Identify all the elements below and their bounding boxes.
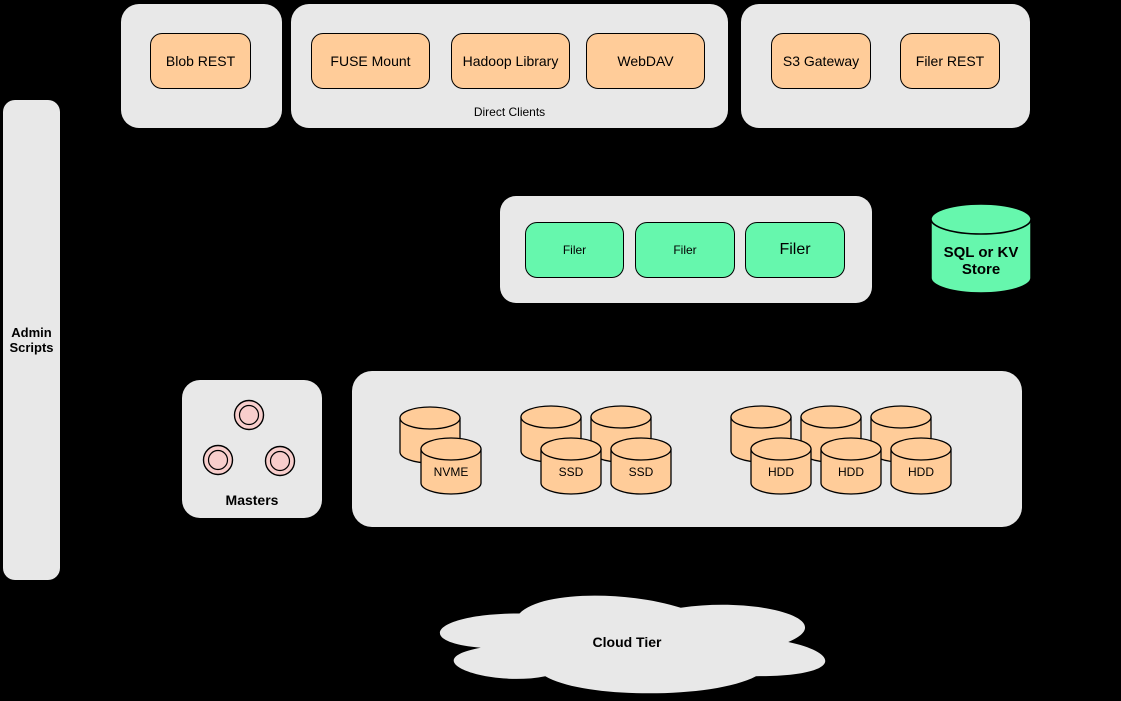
sql-kv-store-cylinder bbox=[930, 203, 1032, 294]
fuse-mount-node: FUSE Mount bbox=[311, 33, 430, 89]
hdd-label-1: HDD bbox=[768, 465, 794, 479]
masters-label: Masters bbox=[225, 492, 279, 508]
master-circle-3 bbox=[264, 445, 296, 477]
master-circles bbox=[202, 399, 296, 477]
hdd-cylinder-1 bbox=[750, 437, 812, 495]
webdav-node: WebDAV bbox=[586, 33, 705, 89]
nvme-label: NVME bbox=[433, 465, 469, 479]
ssd-label-2: SSD bbox=[628, 465, 654, 479]
hdd-label-2: HDD bbox=[838, 465, 864, 479]
master-circle-1 bbox=[233, 399, 265, 431]
ssd-label-1: SSD bbox=[558, 465, 584, 479]
filer-node-1: Filer bbox=[525, 222, 624, 278]
hdd-cylinder-2 bbox=[820, 437, 882, 495]
hdd-cylinder-back-3 bbox=[870, 405, 932, 463]
admin-scripts-panel: Admin Scripts bbox=[3, 100, 60, 580]
cloud-tier-label: Cloud Tier bbox=[592, 634, 662, 650]
nvme-cylinder bbox=[420, 437, 482, 495]
blob-rest-node: Blob REST bbox=[150, 33, 251, 89]
ssd-cylinder-2 bbox=[610, 437, 672, 495]
hadoop-library-node: Hadoop Library bbox=[451, 33, 570, 89]
sql-kv-store-label: SQL or KV Store bbox=[943, 244, 1019, 278]
s3-gateway-node: S3 Gateway bbox=[771, 33, 871, 89]
cloud-tier-shape bbox=[439, 595, 826, 694]
admin-scripts-label-line2: Scripts bbox=[9, 340, 54, 355]
direct-clients-caption: Direct Clients bbox=[473, 105, 546, 119]
masters-container: Masters bbox=[182, 380, 322, 518]
admin-scripts-label-line1: Admin bbox=[11, 325, 52, 340]
ssd-cylinder-1 bbox=[540, 437, 602, 495]
hdd-cylinder-3 bbox=[890, 437, 952, 495]
master-circle-2 bbox=[202, 444, 234, 476]
filer-rest-node: Filer REST bbox=[900, 33, 1000, 89]
filer-node-3: Filer bbox=[745, 222, 845, 278]
filer-node-2: Filer bbox=[635, 222, 735, 278]
hdd-label-3: HDD bbox=[908, 465, 934, 479]
